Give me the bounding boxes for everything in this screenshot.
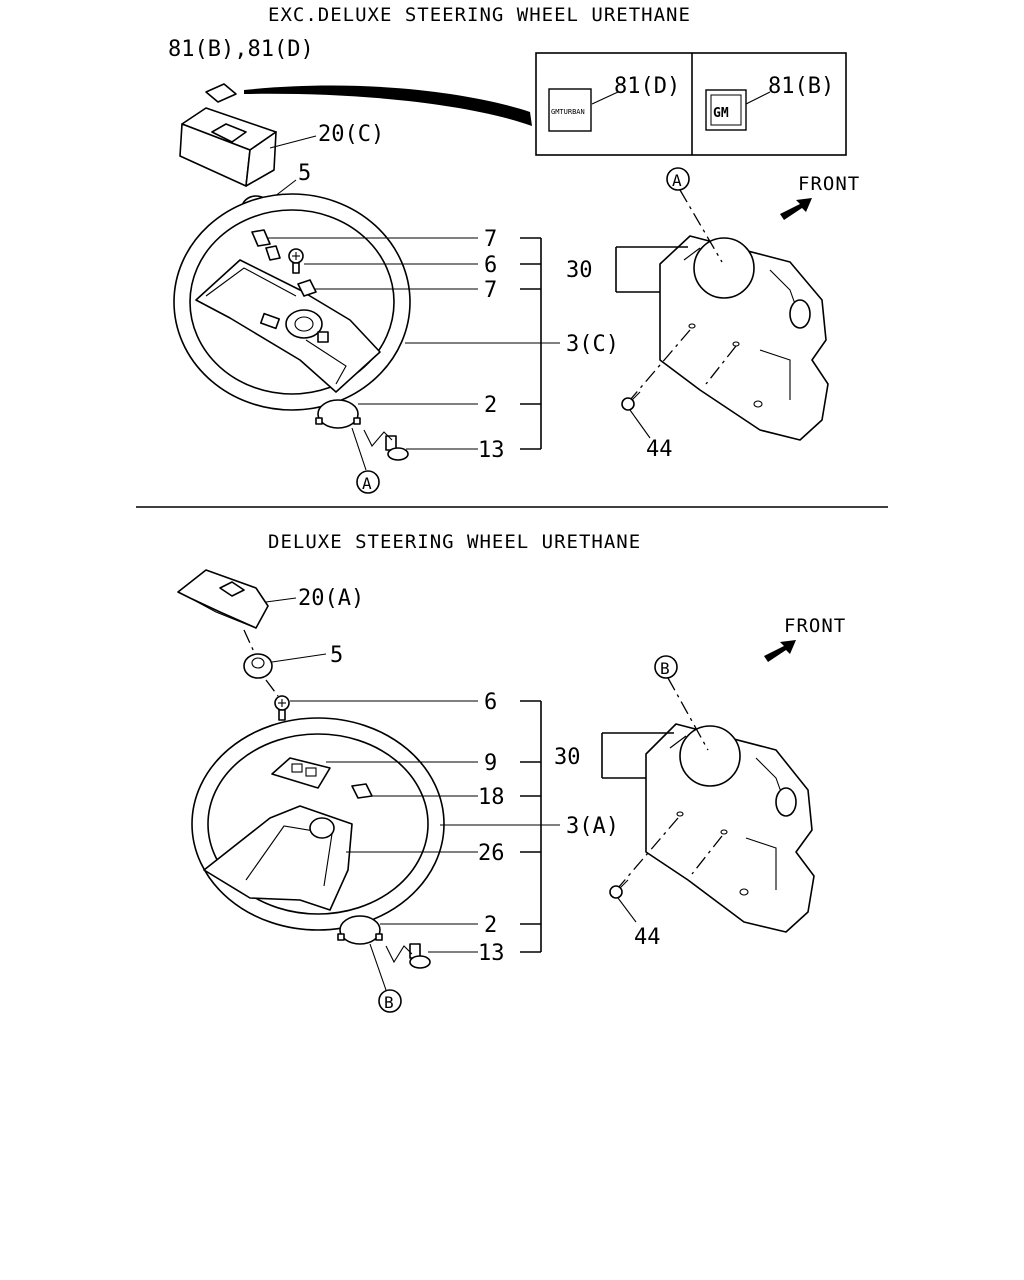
center-cap — [243, 653, 273, 679]
ref-circle-column — [666, 167, 690, 191]
front-arrow-icon — [780, 198, 812, 220]
badge-d-image — [548, 88, 592, 132]
badge-inset-box: GMTURBAN 81(D) GM 81(B) — [535, 52, 847, 156]
callout-horn-plate: 26 — [478, 841, 505, 866]
column-screw-44 — [609, 879, 629, 899]
ref-column-letter: B — [660, 659, 670, 678]
callout-bolt: 13 — [478, 438, 505, 463]
inset-label-b: 81(B) — [768, 74, 834, 99]
ref-ring-letter: A — [362, 474, 372, 493]
column-cover-c — [659, 235, 829, 441]
callout-cap: 5 — [298, 161, 311, 186]
bolt-13 — [385, 435, 409, 461]
contact-ring — [337, 915, 383, 945]
section-title: DELUXE STEERING WHEEL URETHANE — [268, 531, 641, 553]
callout-column-screw: 44 — [646, 437, 673, 462]
horn-pad-a — [177, 569, 269, 629]
badge-b-image — [705, 89, 747, 131]
callout-bolt: 13 — [478, 941, 505, 966]
callout-clip-lower: 7 — [484, 278, 497, 303]
steering-wheel-a — [191, 717, 445, 931]
front-label: FRONT — [784, 615, 846, 637]
callout-wheel: 3(C) — [566, 332, 619, 357]
clip-lower — [297, 279, 317, 297]
screw-axis-2 — [705, 345, 737, 385]
front-label: FRONT — [798, 173, 860, 195]
front-arrow-icon — [764, 640, 796, 662]
screw-axis-1 — [617, 817, 679, 889]
callout-clip-upper: 7 — [484, 227, 497, 252]
ref-column-letter: A — [672, 171, 682, 190]
ref-axis-a — [679, 189, 723, 263]
switch-9 — [271, 757, 331, 789]
badge-d-text: GMTURBAN — [551, 108, 585, 116]
badge-sweep-arrow — [244, 85, 532, 126]
contact-ring — [315, 399, 361, 429]
screw-6 — [288, 248, 304, 274]
badge-part — [205, 83, 237, 103]
horn-pad-c — [179, 107, 277, 187]
clip-upper — [251, 229, 281, 261]
section-title: EXC.DELUXE STEERING WHEEL URETHANE — [268, 4, 691, 26]
callout-screw: 6 — [484, 253, 497, 278]
section-exc-deluxe: EXC.DELUXE STEERING WHEEL URETHANE 81(B)… — [168, 4, 860, 494]
callout-cap: 5 — [330, 643, 343, 668]
ref-circle-ring — [356, 470, 380, 494]
ref-circle-column — [654, 655, 678, 679]
bolt-13 — [409, 943, 431, 969]
callout-screw: 6 — [484, 690, 497, 715]
callout-wheel: 3(A) — [566, 814, 619, 839]
callout-pad: 20(C) — [318, 122, 384, 147]
section-deluxe: DELUXE STEERING WHEEL URETHANE 20(A) 5 6 — [177, 531, 846, 1013]
callout-ring: 2 — [484, 913, 497, 938]
callout-badge: 81(B),81(D) — [168, 37, 314, 62]
ref-ring-letter: B — [384, 993, 394, 1012]
callout-column-screw: 44 — [634, 925, 661, 950]
callout-column-cover: 30 — [554, 745, 581, 770]
callout-clip: 18 — [478, 785, 505, 810]
callout-ring: 2 — [484, 393, 497, 418]
ref-circle-ring — [378, 989, 402, 1013]
steering-wheel-c — [173, 193, 411, 411]
column-screw-44 — [621, 391, 641, 411]
callout-pad: 20(A) — [298, 586, 364, 611]
screw-6 — [274, 695, 290, 721]
screw-axis-2 — [691, 835, 723, 875]
screw-axis-1 — [629, 329, 691, 401]
column-cover-a — [645, 723, 815, 933]
callout-column-cover: 30 — [566, 258, 593, 283]
badge-b-text: GM — [713, 106, 729, 121]
inset-label-d: 81(D) — [614, 74, 680, 99]
callout-switch: 9 — [484, 751, 497, 776]
ref-axis-b — [667, 677, 709, 751]
